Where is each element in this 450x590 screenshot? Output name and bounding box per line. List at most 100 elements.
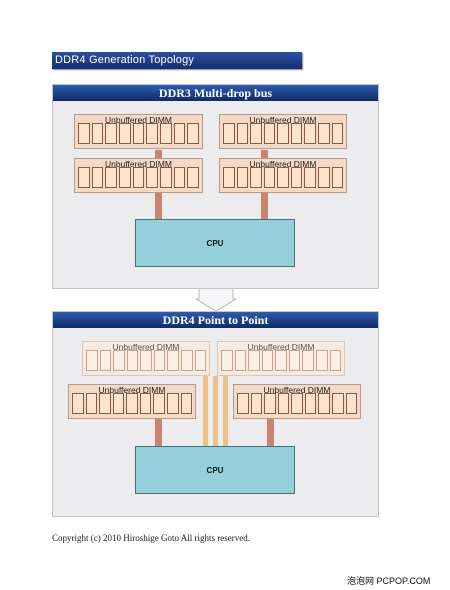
dram-chip — [139, 393, 152, 414]
ddr4-dimm-back: Unbuffered DIMM — [82, 341, 210, 376]
dram-chip — [99, 350, 112, 371]
dram-chip — [166, 393, 179, 414]
ddr3-dimm: Unbuffered DIMM — [219, 158, 347, 193]
dram-chip — [223, 123, 235, 144]
dram-chip — [234, 350, 247, 371]
dram-chip — [261, 350, 274, 371]
dram-chip — [187, 167, 200, 188]
dram-chip — [288, 350, 301, 371]
ddr3-dimm: Unbuffered DIMM — [74, 114, 203, 149]
dimm-label: Unbuffered DIMM — [105, 115, 172, 125]
dram-chip — [85, 393, 98, 414]
dram-chip — [277, 123, 289, 144]
dram-chip — [290, 167, 303, 188]
ddr4-link-inner-left — [203, 376, 208, 448]
dram-chips — [237, 393, 358, 414]
ddr4-dimm-front: Unbuffered DIMM — [233, 384, 361, 419]
dimm-label: Unbuffered DIMM — [112, 342, 180, 352]
dram-chip — [304, 123, 316, 144]
dram-chip — [317, 123, 330, 144]
dram-chips — [78, 123, 200, 144]
ddr3-dimm: Unbuffered DIMM — [219, 114, 347, 149]
dram-chip — [180, 350, 193, 371]
dram-chip — [132, 123, 145, 144]
section-heading: DDR4 Generation Topology — [52, 52, 302, 69]
dram-chip — [291, 393, 303, 414]
ddr4-cpu: CPU — [135, 446, 295, 494]
dram-chip — [105, 167, 118, 188]
dram-chip — [221, 350, 233, 371]
dram-chip — [119, 123, 131, 144]
ddr4-link-left — [155, 416, 162, 448]
dram-chips — [223, 123, 344, 144]
dram-chip — [304, 167, 316, 188]
dram-chip — [99, 393, 111, 414]
dram-chip — [153, 393, 165, 414]
dram-chip — [304, 393, 317, 414]
dram-chip — [119, 167, 131, 188]
dram-chip — [105, 123, 118, 144]
dram-chip — [126, 393, 138, 414]
dram-chip — [194, 350, 207, 371]
dimm-label: Unbuffered DIMM — [98, 385, 166, 395]
dram-chip — [153, 350, 166, 371]
dram-chips — [78, 167, 200, 188]
dram-chip — [173, 123, 186, 144]
dram-chip — [331, 123, 344, 144]
dram-chip — [264, 393, 276, 414]
dram-chip — [263, 123, 276, 144]
dram-chip — [91, 123, 104, 144]
copyright-notice: Copyright (c) 2010 Hiroshige Goto All ri… — [52, 533, 250, 543]
dram-chip — [237, 393, 249, 414]
dram-chip — [146, 123, 159, 144]
dram-chip — [248, 350, 260, 371]
dram-chip — [160, 167, 172, 188]
dram-chip — [302, 350, 314, 371]
ddr4-dimm-back: Unbuffered DIMM — [217, 341, 345, 376]
dimm-label: Unbuffered DIMM — [105, 159, 172, 169]
dram-chip — [72, 393, 84, 414]
dram-chip — [132, 167, 145, 188]
dram-chip — [315, 350, 328, 371]
dram-chip — [91, 167, 104, 188]
dram-chip — [140, 350, 152, 371]
dram-chip — [223, 167, 235, 188]
dram-chip — [112, 393, 125, 414]
dram-chip — [78, 167, 90, 188]
dram-chip — [167, 350, 179, 371]
dram-chip — [345, 393, 358, 414]
dram-chip — [78, 123, 90, 144]
dram-chip — [187, 123, 200, 144]
dram-chip — [329, 350, 342, 371]
dram-chip — [275, 350, 287, 371]
dram-chip — [126, 350, 139, 371]
dram-chip — [86, 350, 98, 371]
dram-chip — [263, 167, 276, 188]
dram-chip — [160, 123, 172, 144]
dram-chip — [317, 167, 330, 188]
dram-chip — [250, 393, 263, 414]
dram-chip — [318, 393, 330, 414]
ddr4-dimm-front: Unbuffered DIMM — [68, 384, 196, 419]
dimm-label: Unbuffered DIMM — [247, 342, 315, 352]
dram-chip — [277, 393, 290, 414]
ddr4-link-right — [267, 416, 274, 448]
dram-chip — [236, 123, 249, 144]
dram-chips — [86, 350, 207, 371]
dram-chip — [180, 393, 193, 414]
ddr3-title: DDR3 Multi-drop bus — [53, 85, 378, 101]
dram-chip — [331, 393, 344, 414]
ddr3-cpu: CPU — [135, 219, 295, 267]
dram-chip — [113, 350, 125, 371]
ddr4-title: DDR4 Point to Point — [53, 312, 378, 328]
dimm-label: Unbuffered DIMM — [249, 159, 317, 169]
dram-chip — [250, 167, 262, 188]
dram-chip — [277, 167, 289, 188]
dram-chip — [250, 123, 262, 144]
dram-chip — [146, 167, 159, 188]
dram-chip — [173, 167, 186, 188]
dram-chip — [331, 167, 344, 188]
dram-chip — [236, 167, 249, 188]
dimm-label: Unbuffered DIMM — [249, 115, 317, 125]
dram-chips — [72, 393, 193, 414]
